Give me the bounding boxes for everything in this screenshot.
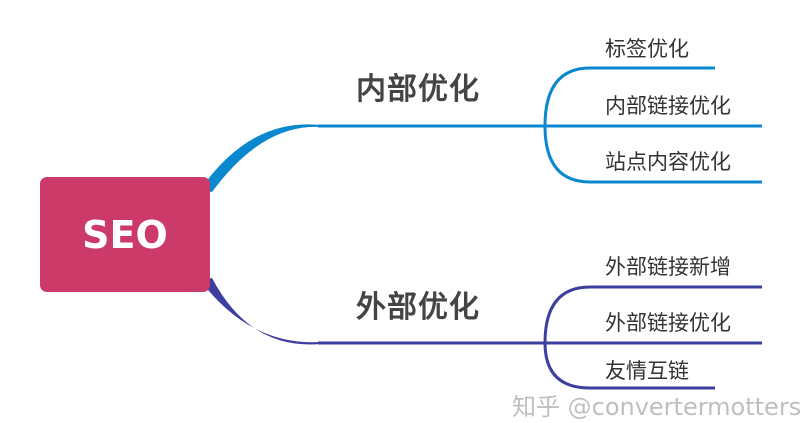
connector-external-child-3 bbox=[543, 342, 715, 390]
connector-external-child-1 bbox=[543, 285, 762, 344]
branch-external[interactable]: 外部优化 bbox=[356, 290, 480, 325]
watermark: 知乎 @convertermotters bbox=[512, 393, 802, 421]
leaf-node[interactable]: 站点内容优化 bbox=[605, 150, 731, 174]
leaf-node[interactable]: 标签优化 bbox=[605, 37, 689, 61]
leaf-node[interactable]: 外部链接新增 bbox=[605, 255, 731, 279]
connector-root-external bbox=[200, 278, 320, 345]
leaf-node[interactable]: 内部链接优化 bbox=[605, 94, 731, 118]
root-label: SEO bbox=[82, 212, 168, 257]
leaf-node[interactable]: 外部链接优化 bbox=[605, 311, 731, 335]
leaf-node[interactable]: 友情互链 bbox=[605, 359, 689, 383]
connector-internal-child-1 bbox=[543, 66, 715, 127]
root-node[interactable]: SEO bbox=[40, 177, 210, 292]
branch-internal[interactable]: 内部优化 bbox=[356, 72, 480, 107]
connector-root-internal bbox=[200, 124, 320, 192]
connector-internal-child-3 bbox=[543, 125, 762, 184]
